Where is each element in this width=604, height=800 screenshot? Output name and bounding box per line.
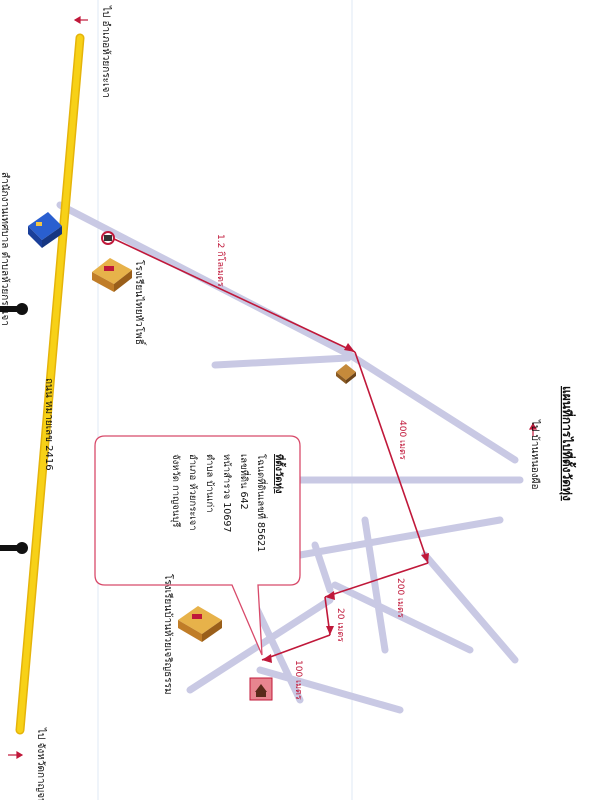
side-roads xyxy=(56,201,524,714)
highway-2416 xyxy=(15,33,85,735)
office-label: สำนักงานเทศบาล ตำบลห้วยกระเจา xyxy=(0,172,11,326)
destination-icon xyxy=(249,677,273,701)
temple-icon xyxy=(336,364,356,384)
highway-bottom-destination: ไป จังหวัดกาญจนบุรี xyxy=(35,727,47,800)
school-icon-1 xyxy=(92,258,132,292)
address-line-5: อำเภอ ห้วยกระเจา xyxy=(187,454,198,531)
background-gridlines xyxy=(97,0,353,800)
address-line-3: หน้าสำรวจ 10697 xyxy=(221,454,232,532)
address-callout xyxy=(94,435,301,656)
route-arrowheads xyxy=(262,343,429,663)
address-heading: ที่ตั้งวัดทุ่ง xyxy=(273,454,287,494)
address-line-1: โฉนดที่ดินเลขที่ 85621 xyxy=(255,454,268,552)
distance-2: 400 เมตร xyxy=(397,420,407,460)
school-2-label: โรงเรียนบ้านห้วยเจริญธรรม xyxy=(162,574,175,695)
direction-arrows xyxy=(8,15,538,760)
distance-5: 100 เมตร xyxy=(293,660,303,700)
address-line-6: จังหวัด กาญจนบุรี xyxy=(170,454,182,527)
start-marker-icon xyxy=(101,231,115,245)
side-road-label: ไป บ้านหนองผือ xyxy=(529,419,541,490)
distance-4: 20 เมตร xyxy=(335,608,345,642)
office-building-icon xyxy=(28,212,62,248)
highway-label: ถนน หมายเลข 2416 xyxy=(43,378,54,471)
address-line-4: ตำบล บ้านเก่า xyxy=(204,454,215,513)
address-line-2: เลขที่ดิน 642 xyxy=(238,454,251,510)
highway-top-destination: ไป อำเภอห้วยกระเจา xyxy=(100,5,112,98)
distance-3: 200 เมตร xyxy=(395,578,405,618)
map-title: แผนที่การไปที่ตั้งวัดทุ่ง xyxy=(559,386,577,501)
roadside-markers xyxy=(0,303,28,554)
route-path xyxy=(111,237,429,661)
school-icon-2 xyxy=(178,606,222,642)
school-1-label: โรงเรียนไทยหัวโพธิ์ xyxy=(133,260,147,346)
distance-1: 1.2 กิโลเมตร xyxy=(215,234,226,287)
